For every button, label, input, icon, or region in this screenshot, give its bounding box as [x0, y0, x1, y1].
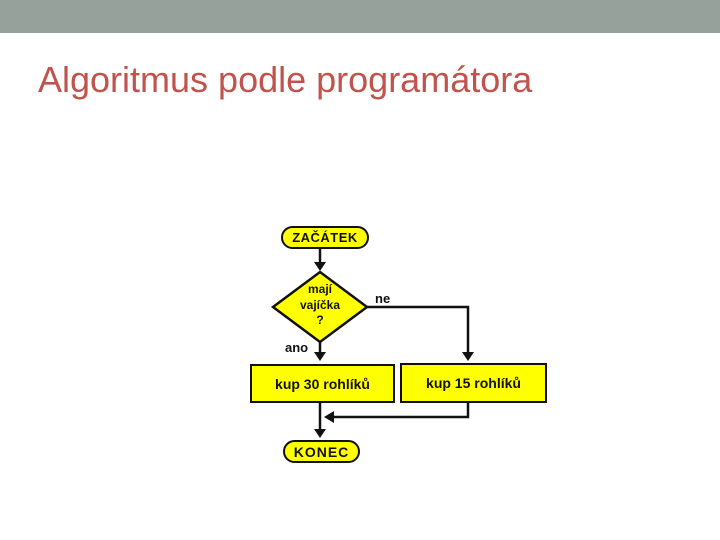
flowchart-start-node: ZAČÁTEK	[281, 226, 369, 249]
arrowhead-action-no-to-merge	[324, 411, 334, 423]
decision-label: mají vajíčka ?	[273, 282, 367, 329]
action-box-no: kup 15 rohlíků	[400, 363, 547, 403]
arrowhead-action-yes-to-end	[314, 429, 326, 438]
arrowhead-decision-to-action-yes	[314, 352, 326, 361]
connector-action-no-to-merge	[334, 403, 470, 419]
arrowhead-decision-to-action-no	[462, 352, 474, 361]
decision-label-line2: vajíčka	[299, 297, 341, 312]
connector-decision-to-action-no	[367, 305, 470, 353]
branch-label-yes: ano	[285, 340, 309, 355]
slide-top-bar	[0, 0, 720, 33]
decision-label-line3: ?	[316, 313, 324, 327]
decision-label-line1: mají	[307, 282, 332, 296]
action-box-yes: kup 30 rohlíků	[250, 364, 395, 403]
flowchart-end-node: KONEC	[283, 440, 360, 463]
branch-label-no: ne	[375, 291, 391, 306]
slide-title: Algoritmus podle programátora	[38, 59, 533, 100]
arrowhead-start-to-decision	[314, 262, 326, 271]
